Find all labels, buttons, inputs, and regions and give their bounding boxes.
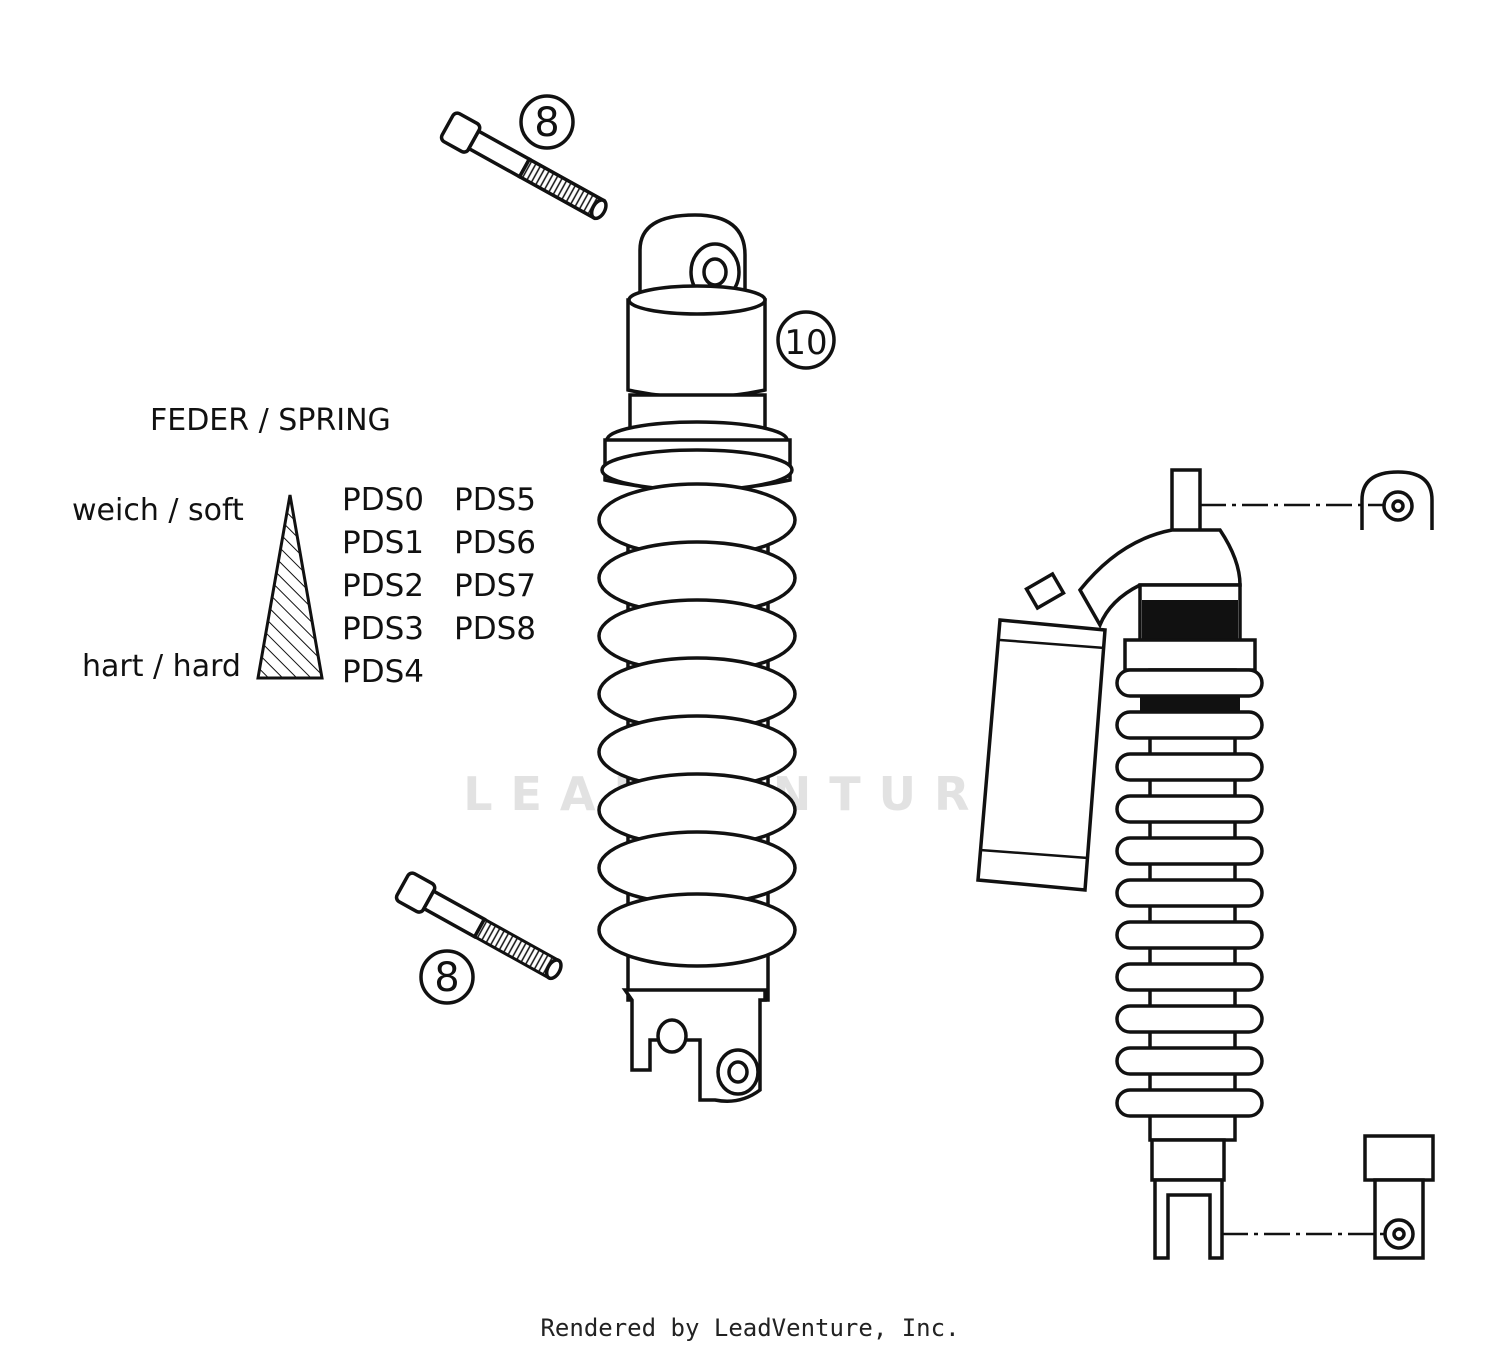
soft-label: weich / soft — [72, 493, 244, 528]
svg-text:PDS2: PDS2 — [342, 568, 424, 604]
bolt-top — [439, 111, 608, 221]
shock-absorber-side-view — [976, 468, 1435, 1260]
svg-text:8: 8 — [534, 100, 559, 146]
hardness-wedge — [256, 494, 324, 680]
svg-text:PDS4: PDS4 — [342, 654, 424, 690]
spring-codes-col2: PDS5 PDS6 PDS7 PDS8 — [454, 482, 536, 647]
bolt-bottom — [394, 871, 563, 981]
svg-text:PDS7: PDS7 — [454, 568, 536, 604]
svg-text:PDS8: PDS8 — [454, 611, 536, 647]
spring-codes-col1: PDS0 PDS1 PDS2 PDS3 PDS4 — [342, 482, 424, 690]
callout-10: 10 — [776, 310, 836, 370]
spring-table-title: FEDER / SPRING — [150, 403, 391, 438]
svg-text:PDS1: PDS1 — [342, 525, 424, 561]
callout-8-top: 8 — [519, 94, 575, 150]
spring-table: FEDER / SPRING weich / soft hart / hard … — [72, 403, 536, 690]
svg-text:PDS5: PDS5 — [454, 482, 536, 518]
svg-text:PDS6: PDS6 — [454, 525, 536, 561]
svg-text:10: 10 — [784, 323, 827, 363]
hard-label: hart / hard — [82, 649, 241, 684]
svg-text:8: 8 — [434, 955, 459, 1001]
main-spring — [597, 482, 797, 968]
footer-credit: Rendered by LeadVenture, Inc. — [540, 1314, 959, 1342]
side-spring — [1115, 668, 1264, 1118]
svg-text:PDS3: PDS3 — [342, 611, 424, 647]
svg-text:PDS0: PDS0 — [342, 482, 424, 518]
shock-absorber-main — [597, 213, 797, 1103]
callout-8-bottom: 8 — [419, 949, 475, 1005]
